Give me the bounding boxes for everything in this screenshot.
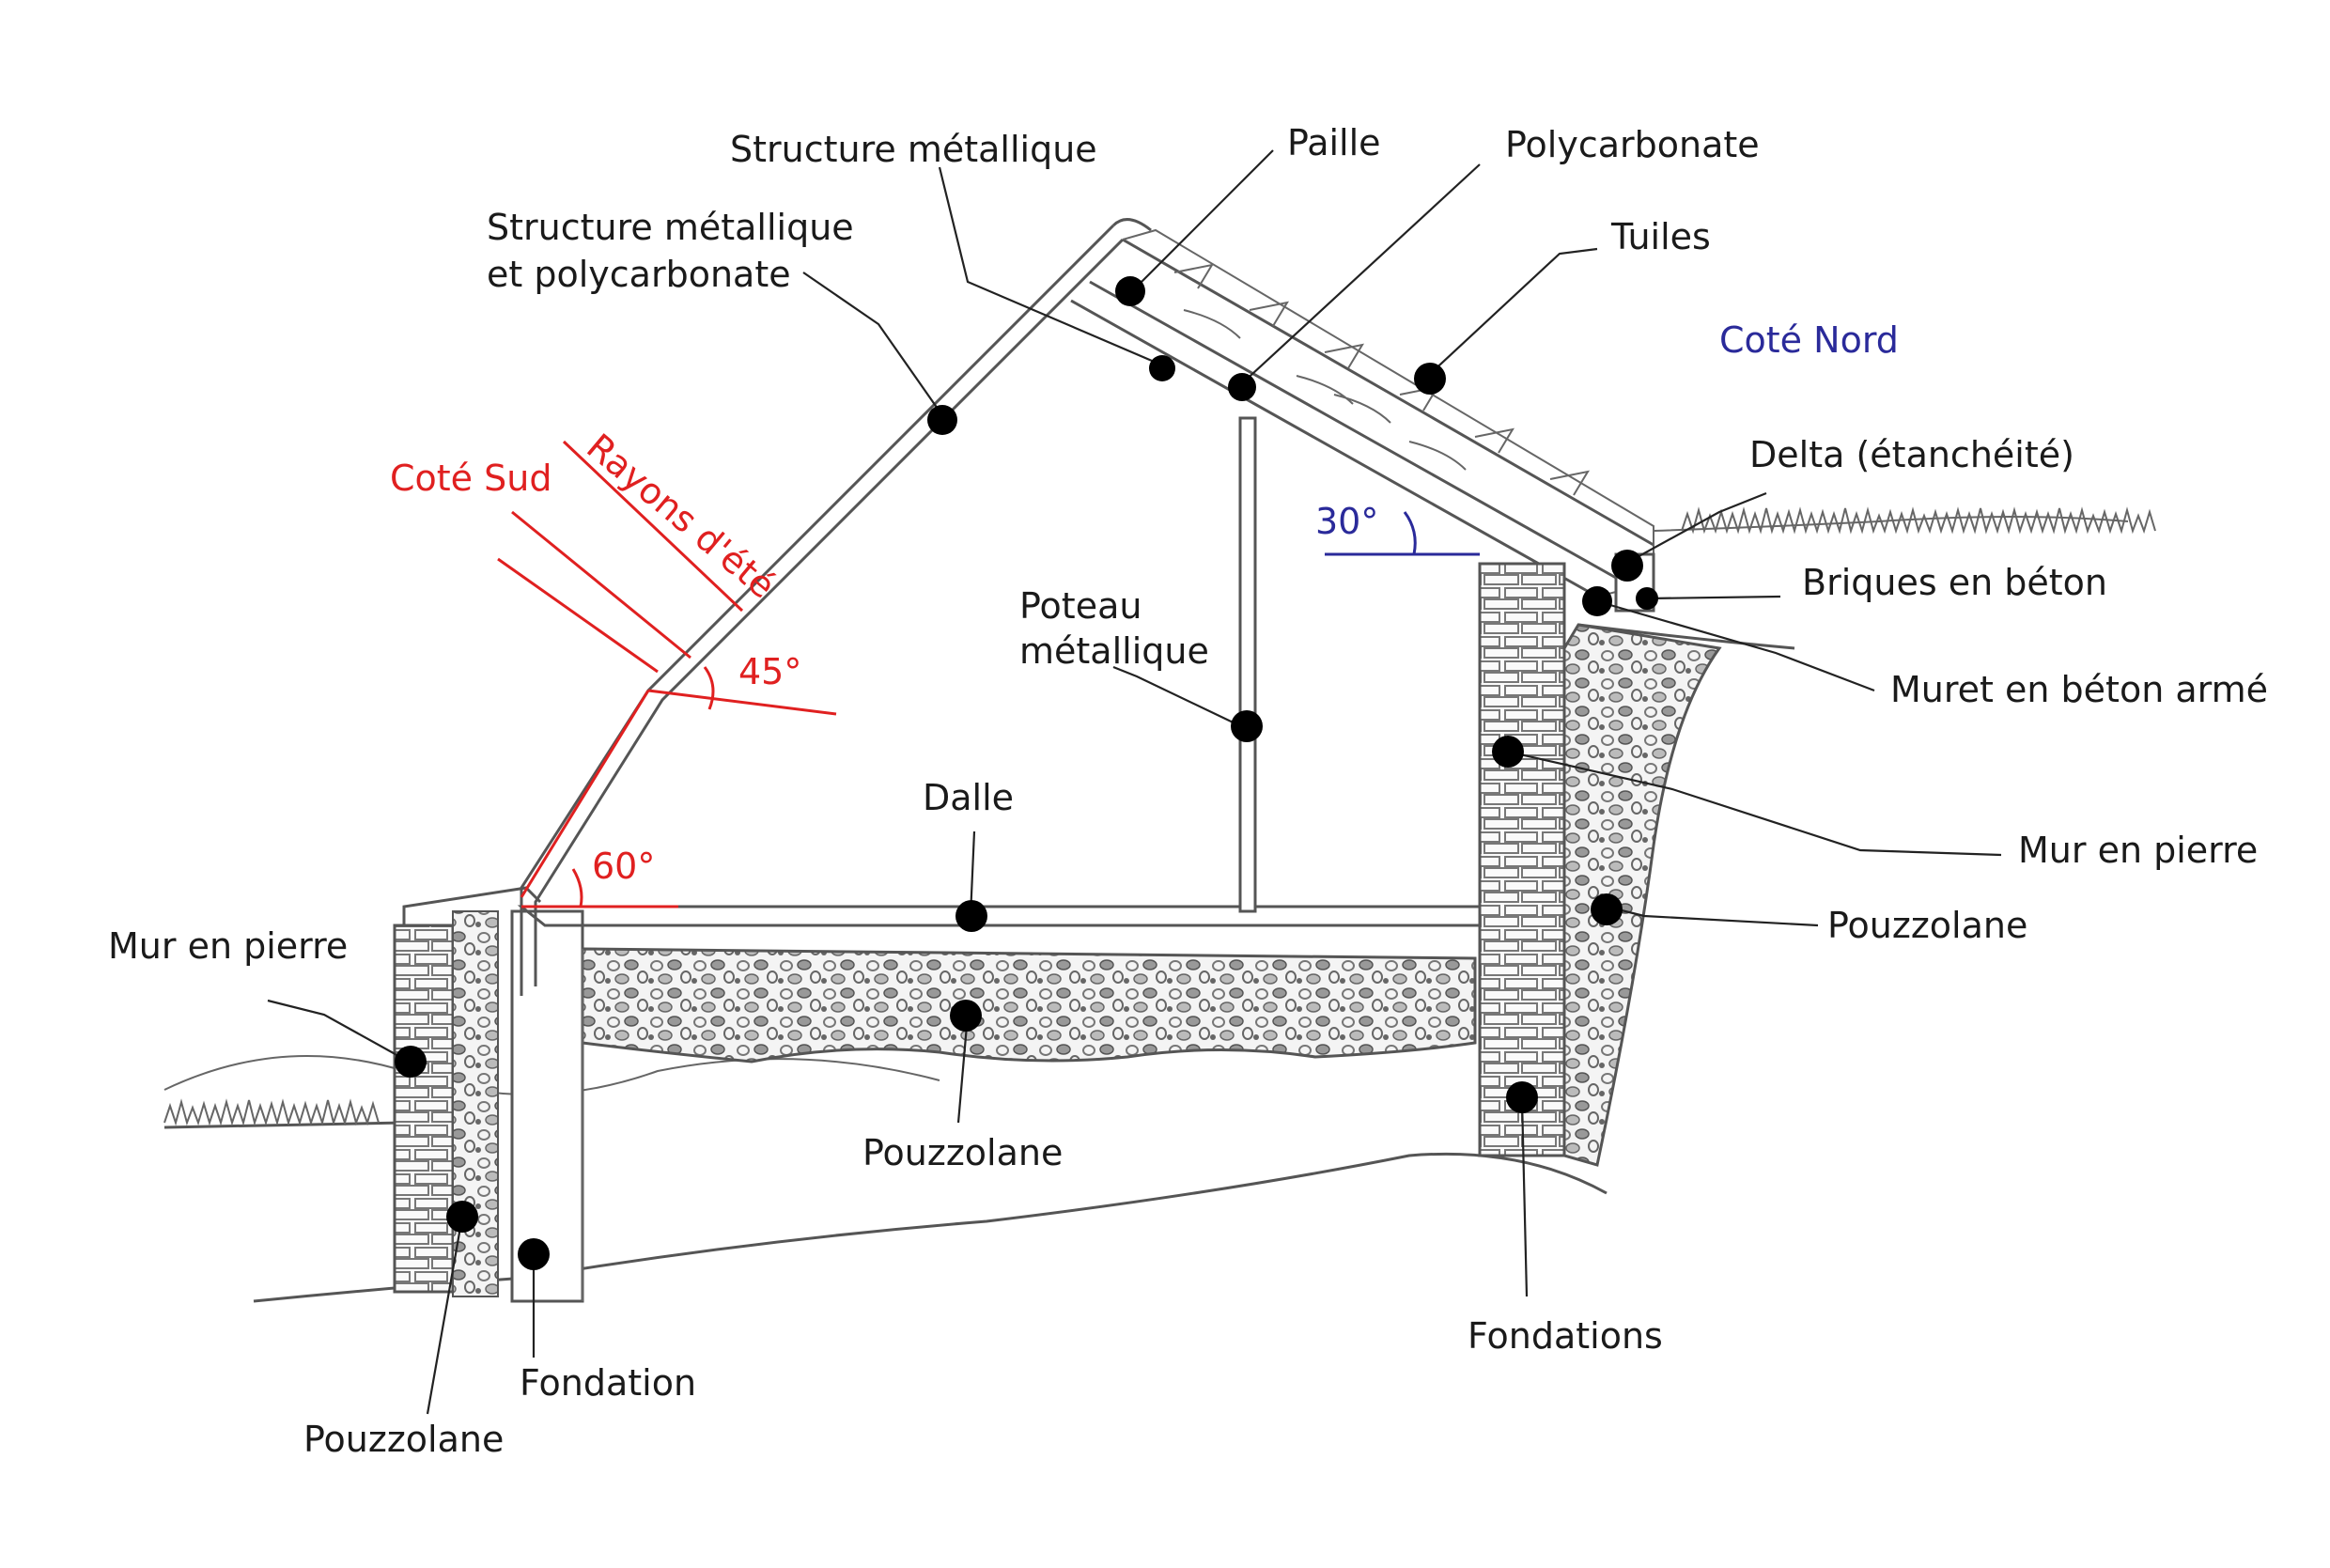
dot-pouzzolane-center <box>950 1000 982 1032</box>
label-angle-45: 45° <box>738 651 801 692</box>
label-mur-pierre-right: Mur en pierre <box>2018 830 2258 871</box>
dot-delta <box>1611 550 1643 582</box>
left-stone-wall <box>393 924 455 1294</box>
right-pouzzolane-fill <box>1562 623 1722 1167</box>
angle-30-arc <box>1403 511 1417 555</box>
label-pouzzolane-center: Pouzzolane <box>862 1132 1063 1173</box>
label-cote-sud: Coté Sud <box>390 458 551 499</box>
label-paille: Paille <box>1287 122 1381 163</box>
label-cote-nord: Coté Nord <box>1719 319 1899 361</box>
dot-structure-poly <box>927 405 957 435</box>
label-briques: Briques en béton <box>1802 562 2107 603</box>
label-poteau-line2: métallique <box>1019 630 1209 672</box>
dot-dalle <box>955 900 987 932</box>
dot-fondations <box>1506 1081 1538 1113</box>
label-structure-metallique: Structure métallique <box>730 129 1097 170</box>
dot-pouzzolane-left <box>446 1201 478 1233</box>
label-structure-poly-line2: et polycarbonate <box>487 254 791 295</box>
angle-45-arc <box>703 666 715 710</box>
label-mur-pierre-left: Mur en pierre <box>108 925 348 967</box>
label-polycarbonate: Polycarbonate <box>1505 124 1760 165</box>
leader-lines <box>267 149 2002 1415</box>
label-muret: Muret en béton armé <box>1890 669 2268 710</box>
dot-tuiles <box>1414 363 1446 395</box>
label-angle-60: 60° <box>592 846 655 887</box>
label-dalle: Dalle <box>923 777 1014 818</box>
label-structure-poly-line1: Structure métallique <box>487 207 854 248</box>
label-tuiles: Tuiles <box>1610 216 1711 257</box>
dot-muret <box>1582 586 1612 616</box>
dot-structure-metallique <box>1149 355 1175 381</box>
label-poteau-line1: Poteau <box>1019 585 1142 627</box>
label-rayons-ete: Rayons d'été <box>579 426 783 606</box>
south-glazing-inner <box>534 238 1125 986</box>
label-fondation: Fondation <box>520 1362 696 1404</box>
label-delta: Delta (étanchéité) <box>1749 434 2074 475</box>
right-stone-wall <box>1478 562 1566 1157</box>
label-angle-30: 30° <box>1315 501 1378 542</box>
south-glazing-outer <box>520 224 1115 996</box>
dot-paille <box>1115 276 1145 306</box>
floor-pouzzolane <box>581 947 1477 1063</box>
ground-left <box>163 1055 1608 1303</box>
floor-slab <box>517 905 1482 927</box>
left-pouzzolane-fill <box>452 910 499 1297</box>
angle-45-base <box>647 689 837 716</box>
dot-fondation <box>518 1238 550 1270</box>
label-fondations: Fondations <box>1468 1315 1663 1357</box>
dot-polycarbonate <box>1228 373 1256 401</box>
dot-briques <box>1636 587 1658 610</box>
north-roof <box>1070 228 1654 598</box>
label-pouzzolane-right: Pouzzolane <box>1827 905 2027 946</box>
marker-dots <box>395 276 1658 1270</box>
angle-60-arc <box>571 868 583 908</box>
dot-mur-pierre-right <box>1492 736 1524 768</box>
label-pouzzolane-left: Pouzzolane <box>303 1419 504 1460</box>
left-foundation-wall <box>510 909 584 1303</box>
dot-mur-pierre-left <box>395 1046 427 1078</box>
dot-pouzzolane-right <box>1591 893 1623 925</box>
dot-poteau <box>1231 710 1263 742</box>
metal-post <box>1238 416 1257 913</box>
summer-sun-rays <box>497 440 744 674</box>
